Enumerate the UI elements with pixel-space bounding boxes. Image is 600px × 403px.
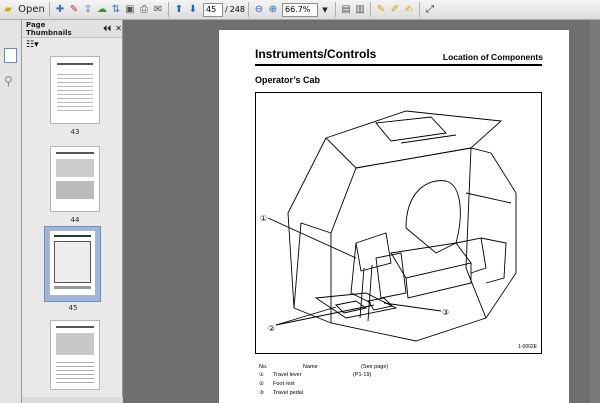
table-row: ③ Travel pedal xyxy=(259,390,343,396)
row-number: ③ xyxy=(259,390,264,396)
thumbnail-page[interactable] xyxy=(50,320,100,390)
thumbnail-page[interactable] xyxy=(49,230,96,296)
thumb-content xyxy=(56,359,94,385)
options-icon[interactable]: ☷▾ xyxy=(26,40,39,50)
toolbar-divider xyxy=(247,2,249,17)
comment-icon[interactable]: ✎ xyxy=(376,4,386,15)
document-scrollbar[interactable] xyxy=(590,20,600,403)
thumbnail-page[interactable] xyxy=(50,56,100,124)
thumbnail-page[interactable] xyxy=(50,146,100,212)
toolbar: ▰ Open ✚ ✎ ⇪ ☁ ⇅ ▣ ⎙ ✉ ⬆ ⬇ / 248 ⊖ ⊕ ▼ ▤… xyxy=(0,0,600,20)
close-panel-icon[interactable]: ✕ xyxy=(115,24,122,33)
thumb-content xyxy=(56,181,94,199)
table-row: ① Travel lever (P1-19) xyxy=(259,372,371,378)
thumb-content xyxy=(57,63,93,65)
callout-1: ① xyxy=(260,214,267,223)
toolbar-divider xyxy=(49,2,50,17)
table-header-no: No. xyxy=(259,364,268,370)
share-icon[interactable]: ⇅ xyxy=(111,4,121,15)
document-viewer: Instruments/Controls Location of Compone… xyxy=(123,20,600,403)
thumb-content xyxy=(54,235,91,237)
callout-3: ③ xyxy=(442,308,449,317)
figure-code: 1-0002E xyxy=(518,344,537,350)
zoom-in-icon[interactable]: ⊕ xyxy=(268,4,278,15)
thumbnail-page-number: 44 xyxy=(70,216,80,224)
next-page-icon[interactable]: ⬇ xyxy=(188,4,198,15)
navigation-strip: ⚲ xyxy=(0,20,22,403)
thumb-content xyxy=(56,326,94,328)
zoom-input[interactable] xyxy=(281,2,318,17)
cloud-icon[interactable]: ☁ xyxy=(97,4,107,15)
print-icon[interactable]: ⎙ xyxy=(140,4,148,15)
open-button[interactable]: ▰ Open xyxy=(0,2,46,18)
collapse-panel-icon[interactable]: ⏴⏴ xyxy=(103,23,112,33)
row-number: ① xyxy=(259,372,264,378)
attachments-icon[interactable]: ⚲ xyxy=(4,74,13,88)
folder-icon: ▰ xyxy=(4,4,12,15)
row-name: Travel pedal xyxy=(273,390,304,396)
cab-illustration: ① ② ③ 1-0002E xyxy=(255,92,542,354)
page-thumbnails-icon[interactable] xyxy=(4,48,17,63)
thumb-content xyxy=(56,159,94,177)
pdf-page: Instruments/Controls Location of Compone… xyxy=(219,30,569,403)
table-row: ② Foot rest xyxy=(259,381,343,387)
zoom-out-icon[interactable]: ⊖ xyxy=(254,4,264,15)
highlight-icon[interactable]: ✐ xyxy=(390,4,400,15)
fit-width-icon[interactable]: ▥ xyxy=(355,4,365,15)
heading-rule xyxy=(255,64,542,66)
thumbnail-page-number: 45 xyxy=(68,304,78,312)
row-page: (P1-19) xyxy=(353,372,372,378)
total-pages: 248 xyxy=(229,5,245,14)
panel-title: Page Thumbnails xyxy=(26,20,72,37)
page-heading: Instruments/Controls xyxy=(255,47,377,61)
email-icon[interactable]: ✉ xyxy=(153,4,163,15)
row-name: Travel lever xyxy=(273,372,302,378)
edit-pdf-icon[interactable]: ✎ xyxy=(69,4,79,15)
chevron-down-icon[interactable]: ▼ xyxy=(322,5,328,14)
thumb-content xyxy=(54,241,91,283)
toolbar-divider xyxy=(334,2,336,17)
create-pdf-icon[interactable]: ✚ xyxy=(55,4,65,15)
page-subheading: Location of Components xyxy=(442,52,543,62)
fit-page-icon[interactable]: ▤ xyxy=(341,4,351,15)
panel-options: ☷▾ xyxy=(22,38,122,52)
page-separator: / xyxy=(225,5,228,14)
panel-header: Page Thumbnails ⏴⏴ ✕ xyxy=(22,20,122,38)
page-thumbnails-panel: Page Thumbnails ⏴⏴ ✕ ☷▾ ▲ 43 44 45 xyxy=(22,20,140,403)
open-label: Open xyxy=(18,4,45,15)
page-number-input[interactable] xyxy=(203,2,223,17)
row-number: ② xyxy=(259,381,264,387)
expand-icon[interactable]: ⤢ xyxy=(425,4,434,15)
thumb-content xyxy=(56,152,94,154)
toolbar-divider xyxy=(418,2,420,17)
export-icon[interactable]: ⇪ xyxy=(83,4,93,15)
table-header-name: Name xyxy=(303,364,318,370)
table-header-see: (See page) xyxy=(361,364,389,370)
thumb-content xyxy=(56,333,94,355)
toolbar-divider xyxy=(168,2,169,17)
thumb-content xyxy=(54,286,91,289)
sign-icon[interactable]: ✍ xyxy=(404,4,414,15)
toolbar-divider xyxy=(369,2,371,17)
operator-cab-drawing: ① ② ③ xyxy=(260,110,517,342)
thumbnail-page-number: 43 xyxy=(70,128,80,136)
callout-2: ② xyxy=(268,324,275,333)
section-title: Operator’s Cab xyxy=(255,75,321,85)
row-name: Foot rest xyxy=(273,381,295,387)
panel-horizontal-scrollbar[interactable] xyxy=(22,397,123,403)
previous-page-icon[interactable]: ⬆ xyxy=(174,4,184,15)
save-icon[interactable]: ▣ xyxy=(125,4,135,15)
thumb-content xyxy=(57,71,93,111)
